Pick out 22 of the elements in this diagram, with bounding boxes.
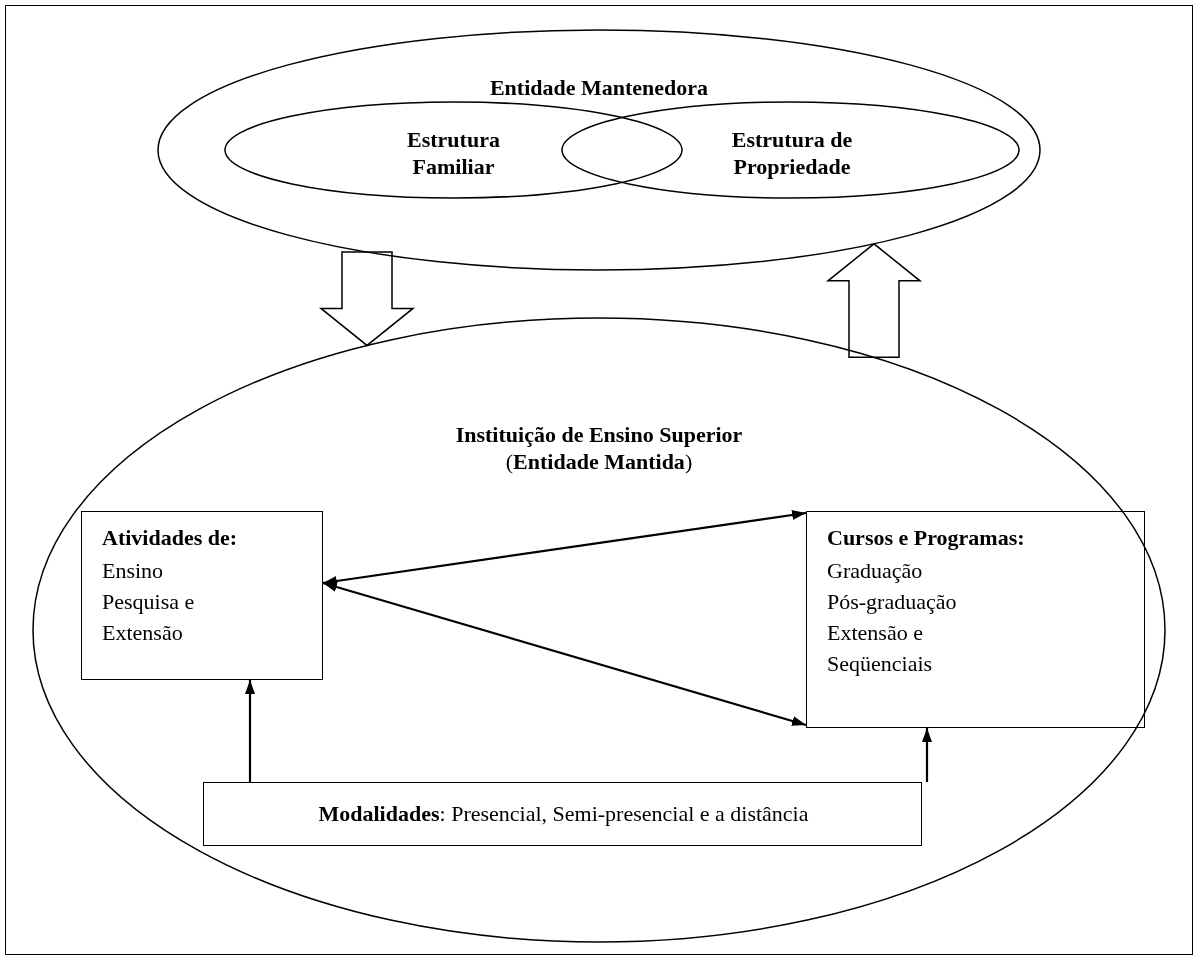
heading: Entidade Mantenedora [488, 74, 710, 101]
heading: Estrutura de Propriedade [730, 126, 854, 180]
process-box [203, 782, 922, 846]
double-arrow [322, 581, 807, 727]
heading: Estrutura Familiar [406, 126, 501, 180]
block-arrow [825, 242, 923, 359]
ellipse-node [158, 30, 1040, 270]
process-box [81, 511, 323, 680]
heading: Instituição de Ensino Superior (Entidade Mantida) [454, 421, 744, 475]
process-box [806, 511, 1145, 728]
body-text: Graduação Pós-graduação Extensão e Seqüenciais [827, 557, 958, 678]
arrow [922, 728, 932, 782]
ellipse-node [225, 102, 682, 198]
ellipse-node [33, 318, 1165, 942]
body-text: Ensino Pesquisa e Extensão [102, 557, 196, 647]
block-arrow [318, 251, 416, 347]
double-arrow [322, 510, 807, 586]
heading: Atividades de: [102, 524, 239, 551]
heading: Cursos e Programas: [827, 524, 1026, 551]
ellipse-node [562, 102, 1019, 198]
arrow [245, 680, 255, 782]
body-text: Modalidades: Presencial, Semi-presencial e a distância [317, 800, 810, 827]
